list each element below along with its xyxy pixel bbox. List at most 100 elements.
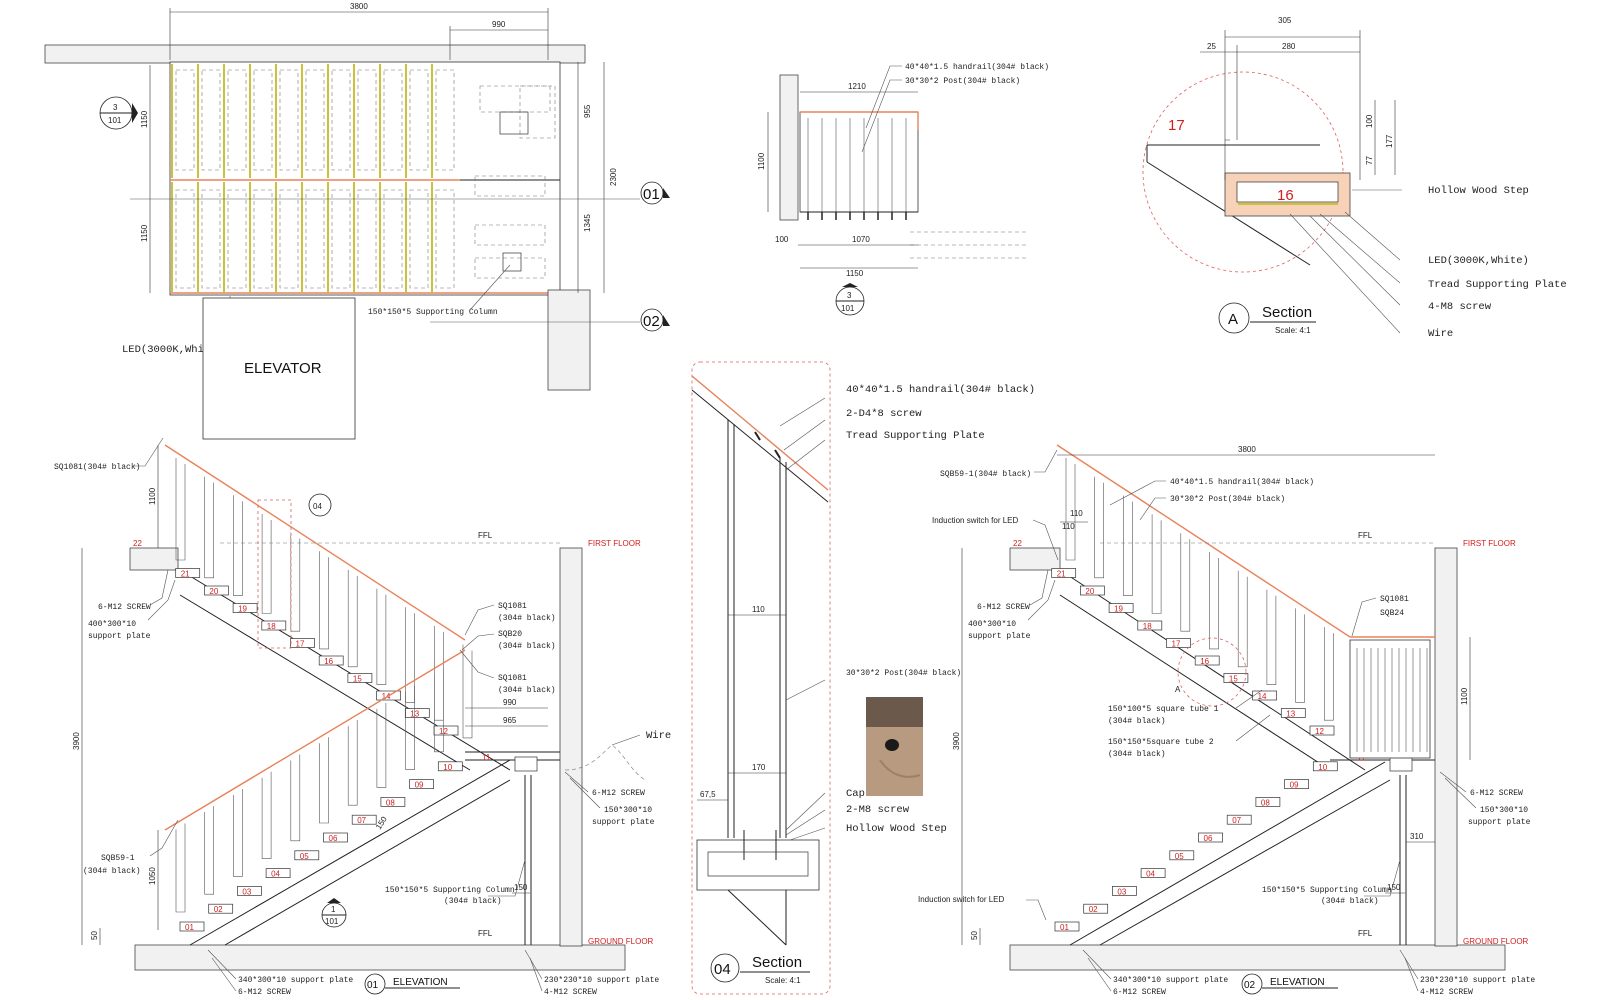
svg-text:(304# black): (304# black)	[1108, 750, 1166, 759]
svg-text:1100: 1100	[757, 152, 766, 170]
elev1-balusters	[175, 458, 473, 913]
plan-dim-1150-upper: 1150	[140, 110, 149, 128]
plan-column-label: 150*150*5 Supporting Column	[368, 308, 498, 317]
plan-dim-3800: 3800	[350, 2, 368, 11]
svg-text:SQB59-1: SQB59-1	[101, 854, 135, 863]
step-number: 10	[443, 763, 452, 772]
plan-dim-955: 955	[583, 104, 592, 118]
s04-post-label: 30*30*2 Post(304# black)	[846, 669, 961, 678]
elevator-box	[202, 297, 356, 440]
tread	[208, 903, 234, 914]
tread	[351, 814, 377, 825]
svg-text:310: 310	[1410, 832, 1424, 841]
svg-text:support plate: support plate	[88, 632, 151, 641]
svg-text:30*30*2 Post(304# black): 30*30*2 Post(304# black)	[1170, 495, 1285, 504]
tread	[1137, 620, 1163, 631]
elev2-treads: 0102030405060708091011121314151617181920…	[1051, 568, 1366, 932]
step-number: 01	[185, 923, 194, 932]
svg-text:1100: 1100	[148, 487, 157, 505]
svg-text:1150: 1150	[846, 269, 864, 278]
svg-text:150*150*5 Supporting Column: 150*150*5 Supporting Column	[1262, 886, 1392, 895]
svg-text:A: A	[1228, 311, 1238, 328]
step-number: 09	[415, 781, 424, 790]
step-number: 17	[296, 640, 305, 649]
step-number: 02	[1089, 905, 1098, 914]
tread	[1054, 921, 1080, 932]
svg-text:(304# black): (304# black)	[83, 867, 141, 876]
step-number: 05	[300, 852, 309, 861]
svg-text:(304# black): (304# black)	[1321, 897, 1379, 906]
elev2-first-floor: FIRST FLOOR	[1463, 539, 1516, 548]
step-number: 07	[1232, 816, 1241, 825]
svg-text:400*300*10: 400*300*10	[968, 620, 1016, 629]
tread	[294, 850, 320, 861]
tread	[380, 797, 406, 807]
svg-text:150: 150	[1387, 883, 1401, 892]
svg-text:support plate: support plate	[968, 632, 1031, 641]
s04-screw-label: 2-D4*8 screw	[846, 408, 922, 420]
svg-text:6-M12 SCREW: 6-M12 SCREW	[1470, 789, 1523, 798]
step-number: 13	[410, 710, 419, 719]
tread	[175, 568, 201, 578]
plan-treads-lower-flight	[171, 182, 455, 292]
section-a-label-led: LED(3000K,White)	[1428, 255, 1529, 267]
svg-text:3800: 3800	[1238, 445, 1256, 454]
elev2-upper-handrail	[1056, 444, 1351, 638]
elev2-ground-slab	[1009, 944, 1506, 971]
step-number: 14	[1258, 692, 1267, 701]
elev2-balusters	[1065, 458, 1334, 721]
svg-text:50: 50	[970, 931, 979, 940]
svg-text:4-M12 SCREW: 4-M12 SCREW	[544, 988, 597, 997]
elev1-detail-04-tag	[308, 493, 332, 517]
tread	[1280, 708, 1306, 718]
tread	[1080, 585, 1105, 596]
svg-text:67,5: 67,5	[700, 790, 716, 799]
step-number: 21	[181, 570, 190, 579]
svg-text:22: 22	[133, 539, 142, 548]
step-number: 03	[242, 887, 251, 896]
step-number: 08	[386, 798, 395, 807]
tread	[318, 655, 344, 666]
tread	[232, 603, 258, 613]
rail-handrail-label: 40*40*1.5 handrail(304# black)	[905, 63, 1049, 72]
svg-text:110: 110	[752, 605, 765, 614]
svg-text:FFL: FFL	[478, 531, 493, 540]
svg-text:230*230*10 support plate: 230*230*10 support plate	[1420, 976, 1535, 985]
svg-text:101: 101	[108, 116, 122, 125]
tread	[237, 886, 262, 896]
tread	[1166, 638, 1191, 648]
svg-text:6-M12 SCREW: 6-M12 SCREW	[592, 789, 645, 798]
plan-dim-990: 990	[492, 20, 506, 29]
elev1-ground-floor: GROUND FLOOR	[588, 937, 654, 946]
step-number: 06	[1204, 834, 1213, 843]
step-number: 12	[1315, 727, 1324, 736]
step-number: 12	[439, 727, 448, 736]
step-number: 04	[1146, 870, 1155, 879]
svg-text:990: 990	[503, 698, 517, 707]
svg-text:16: 16	[1277, 187, 1294, 204]
svg-text:FFL: FFL	[478, 929, 493, 938]
section-a-title: Section	[1262, 304, 1312, 321]
svg-text:3: 3	[113, 103, 118, 112]
svg-text:Scale: 4:1: Scale: 4:1	[765, 976, 801, 985]
s04-wood-label: Hollow Wood Step	[846, 823, 947, 835]
svg-text:02: 02	[1244, 980, 1256, 991]
elev1-lower-handrail	[164, 649, 466, 831]
svg-text:965: 965	[503, 716, 517, 725]
step-number: 11	[482, 753, 491, 762]
tread	[1312, 761, 1338, 772]
elev2-tag	[1241, 973, 1263, 995]
step-number: 17	[1172, 640, 1181, 649]
svg-text:01: 01	[367, 980, 379, 991]
svg-text:100: 100	[1365, 114, 1374, 128]
plan-dim-1150-lower: 1150	[140, 224, 149, 242]
step-number: 15	[1229, 675, 1238, 684]
step-number: 21	[1057, 570, 1066, 579]
step-number: 16	[1200, 657, 1209, 666]
section-a-tag	[1218, 302, 1250, 334]
svg-text:40*40*1.5 handrail(304# black): 40*40*1.5 handrail(304# black)	[1170, 478, 1314, 487]
elev1-treads: 0102030405060708091011121314151617181920…	[175, 568, 491, 932]
cap-photo	[866, 697, 923, 796]
step-number: 05	[1175, 852, 1184, 861]
svg-text:77: 77	[1365, 156, 1374, 165]
